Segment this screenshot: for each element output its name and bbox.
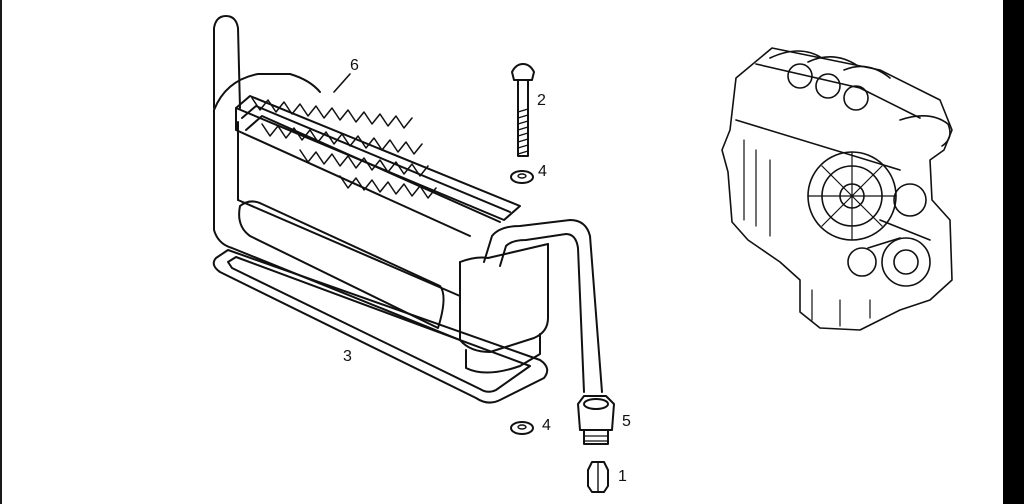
washer-lower-drawing xyxy=(510,421,534,435)
callout-oil-cooler: 6 xyxy=(350,57,359,74)
callout-union-fitting: 5 xyxy=(622,413,631,430)
bolt-drawing xyxy=(511,63,535,157)
callout-washer-upper: 4 xyxy=(538,163,547,180)
callout-bolt: 2 xyxy=(537,92,546,109)
washer-upper-drawing xyxy=(510,170,534,184)
parts-drawing xyxy=(212,15,953,493)
callout-gasket: 3 xyxy=(343,348,352,365)
union-fitting-drawing xyxy=(577,395,615,445)
left-frame-edge xyxy=(0,0,2,504)
oil-cooler-drawing xyxy=(213,15,603,393)
callout-washer-lower: 4 xyxy=(542,417,551,434)
engine-drawing xyxy=(721,47,953,331)
right-frame-edge xyxy=(1003,0,1024,504)
callout-nut: 1 xyxy=(618,468,627,485)
gasket-drawing xyxy=(212,249,549,404)
nut-drawing xyxy=(587,461,609,493)
